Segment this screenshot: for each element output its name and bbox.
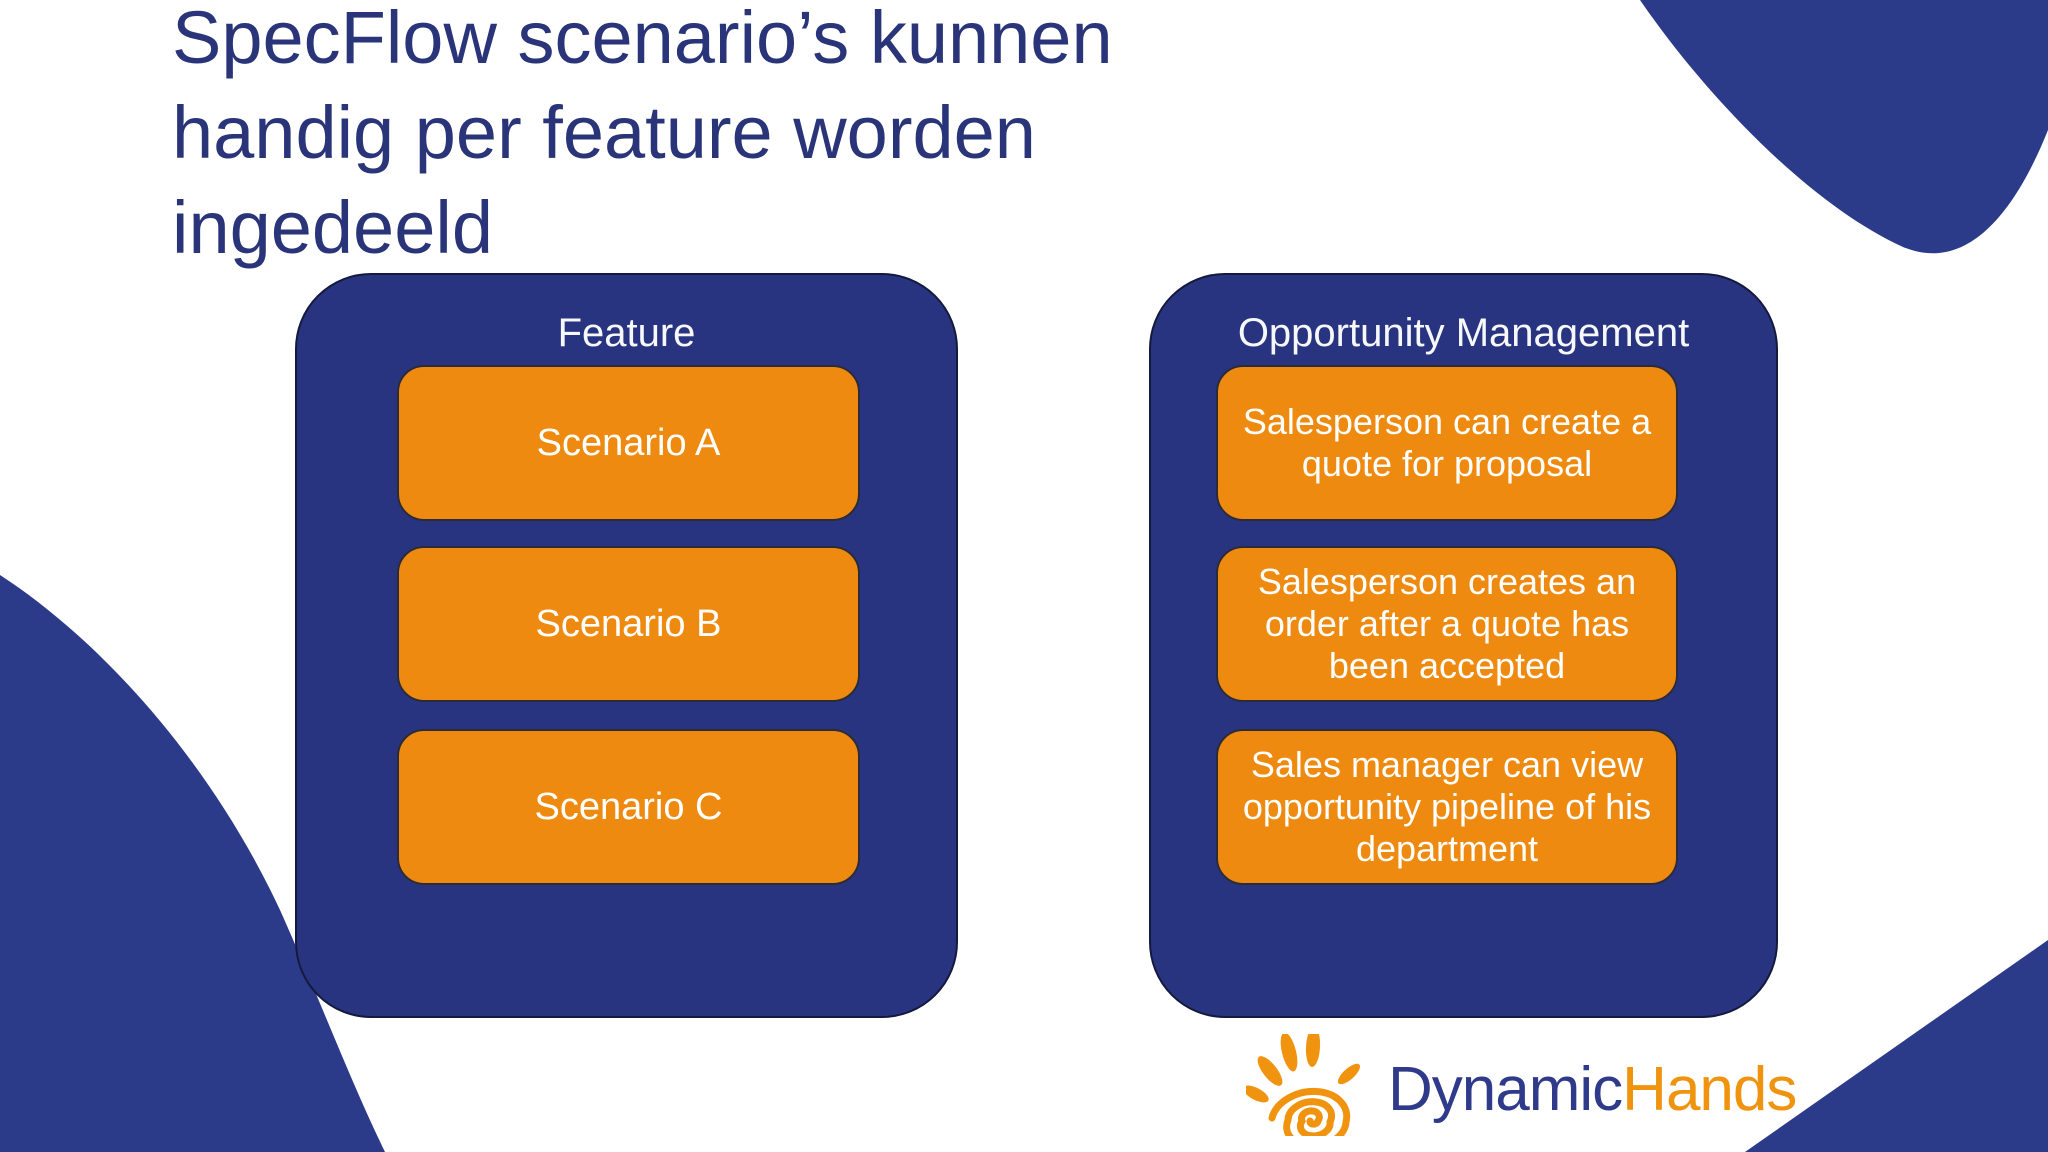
hand-finger-shape — [1305, 1034, 1321, 1067]
brand-name: DynamicHands — [1388, 1055, 1797, 1124]
user-story-card: Salesperson creates an order after a quo… — [1216, 546, 1678, 702]
user-story-card: Sales manager can view opportunity pipel… — [1216, 729, 1678, 885]
user-story-card-label: Salesperson creates an order after a quo… — [1257, 561, 1637, 686]
user-story-card: Salesperson can create a quote for propo… — [1216, 365, 1678, 521]
hand-finger-shape — [1280, 1034, 1298, 1072]
feature-panel: Feature Scenario A Scenario B Scenario C — [295, 273, 958, 1018]
feature-panel-heading: Feature — [557, 311, 696, 355]
slide-title-line-2: handig per feature worden — [172, 91, 1036, 174]
hand-finger-shape — [1257, 1056, 1283, 1086]
scenario-card: Scenario B — [397, 546, 860, 702]
opportunity-management-panel: Opportunity Management Salesperson can c… — [1149, 273, 1778, 1018]
top-right-blob — [1640, 0, 2048, 254]
hand-spiral-icon — [1246, 1034, 1361, 1136]
opportunity-panel-heading: Opportunity Management — [1237, 311, 1690, 355]
scenario-card: Scenario A — [397, 365, 860, 521]
slide-title-line-3: ingedeeld — [172, 186, 493, 269]
hand-thumb-shape — [1337, 1063, 1361, 1085]
hand-palm-spiral — [1268, 1087, 1351, 1136]
scenario-card: Scenario C — [397, 729, 860, 885]
bottom-left-blob — [0, 575, 385, 1152]
brand-logo: DynamicHands — [1246, 1034, 1797, 1136]
user-story-card-label: Salesperson can create a quote for propo… — [1242, 401, 1652, 484]
slide-title-line-1: SpecFlow scenario’s kunnen — [172, 0, 1113, 79]
scenario-card-label: Scenario A — [536, 422, 721, 464]
bottom-right-triangle — [1745, 940, 2048, 1152]
brand-name-first: Dynamic — [1388, 1055, 1623, 1124]
slide-title: SpecFlow scenario’s kunnen handig per fe… — [172, 0, 1113, 275]
scenario-card-label: Scenario B — [535, 603, 722, 645]
hand-finger-shape — [1246, 1085, 1269, 1103]
scenario-card-label: Scenario C — [534, 786, 723, 828]
brand-name-second: Hands — [1622, 1055, 1797, 1124]
user-story-card-label: Sales manager can view opportunity pipel… — [1242, 744, 1652, 869]
